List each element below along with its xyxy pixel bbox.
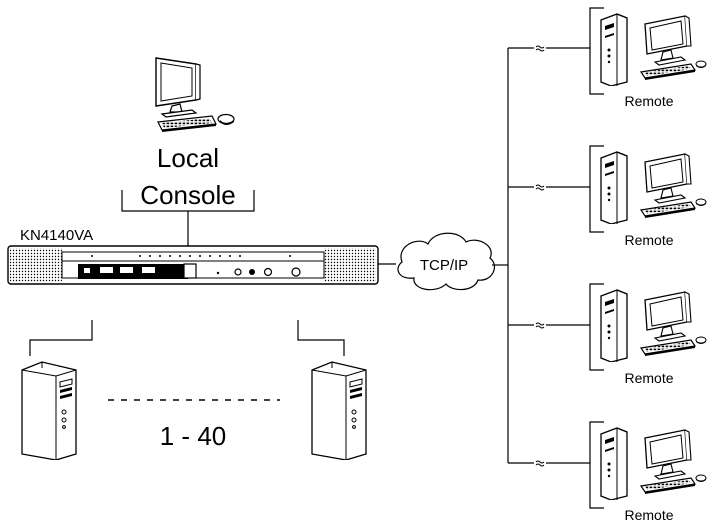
remote-bracket-3 [589, 283, 604, 371]
remote-computer-icon-3 [600, 289, 707, 362]
server-tower-icon-40 [311, 361, 367, 460]
remote-label-1: Remote [624, 93, 673, 109]
remote-bracket-1 [589, 7, 604, 95]
remote-computer-icon-1 [600, 13, 707, 86]
kvm-switch-device [7, 245, 379, 285]
server-link-right [297, 320, 345, 356]
remote-computer-icon-2 [600, 151, 707, 224]
network-label: TCP/IP [420, 257, 468, 274]
local-console-computer-icon [155, 57, 235, 133]
remote-label-4: Remote [624, 507, 673, 523]
local-console-line1: Local [157, 143, 219, 173]
remote-bracket-2 [589, 145, 604, 233]
remote-label-2: Remote [624, 232, 673, 248]
server-range-label: 1 - 40 [160, 421, 227, 451]
local-console-line2: Console [140, 180, 235, 210]
remote-label-3: Remote [624, 370, 673, 386]
network-cloud [397, 232, 495, 291]
device-model-label: KN4140VA [20, 227, 93, 244]
server-link-left [29, 320, 93, 356]
remote-bracket-4 [589, 421, 604, 509]
server-tower-icon-1 [21, 361, 77, 460]
remote-computer-icon-4 [600, 427, 707, 500]
